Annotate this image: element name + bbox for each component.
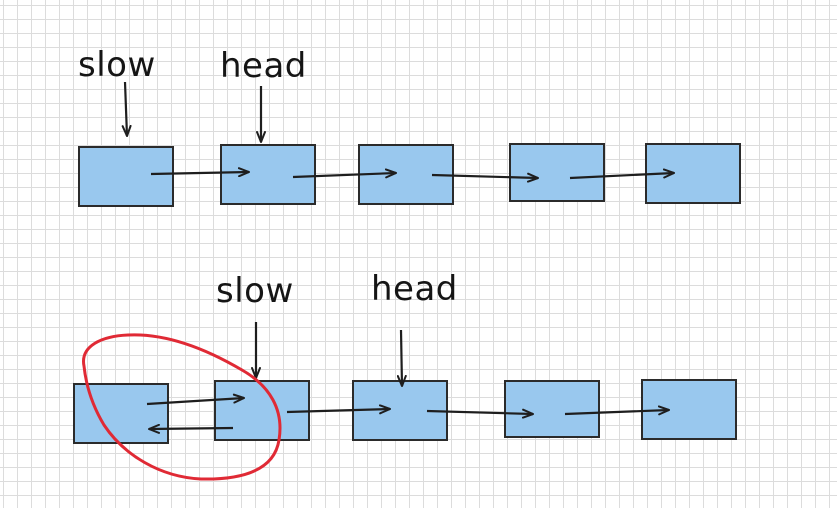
row-1: slow head: [78, 45, 741, 207]
head-pointer-label: head: [371, 269, 458, 309]
next-arrow: [146, 393, 245, 406]
list-node: [509, 143, 605, 202]
list-node: [220, 144, 316, 205]
next-arrow: [569, 168, 675, 180]
reversed-arrow: [148, 423, 234, 434]
head-pointer-arrow: [396, 329, 407, 387]
slow-pointer-label: slow: [78, 45, 156, 85]
next-arrow: [150, 167, 250, 178]
next-arrow: [431, 172, 539, 183]
next-arrow: [564, 405, 670, 416]
row-2: slow head: [73, 269, 737, 481]
slow-pointer-arrow: [121, 81, 132, 137]
list-node: [504, 380, 600, 438]
highlight-circle: [82, 333, 282, 481]
slow-pointer-label: slow: [216, 271, 294, 311]
head-pointer-label: head: [220, 46, 307, 86]
next-arrow: [292, 168, 397, 179]
list-node: [214, 380, 310, 441]
next-arrow: [426, 408, 534, 419]
next-arrow: [286, 404, 391, 415]
list-node: [78, 146, 174, 207]
